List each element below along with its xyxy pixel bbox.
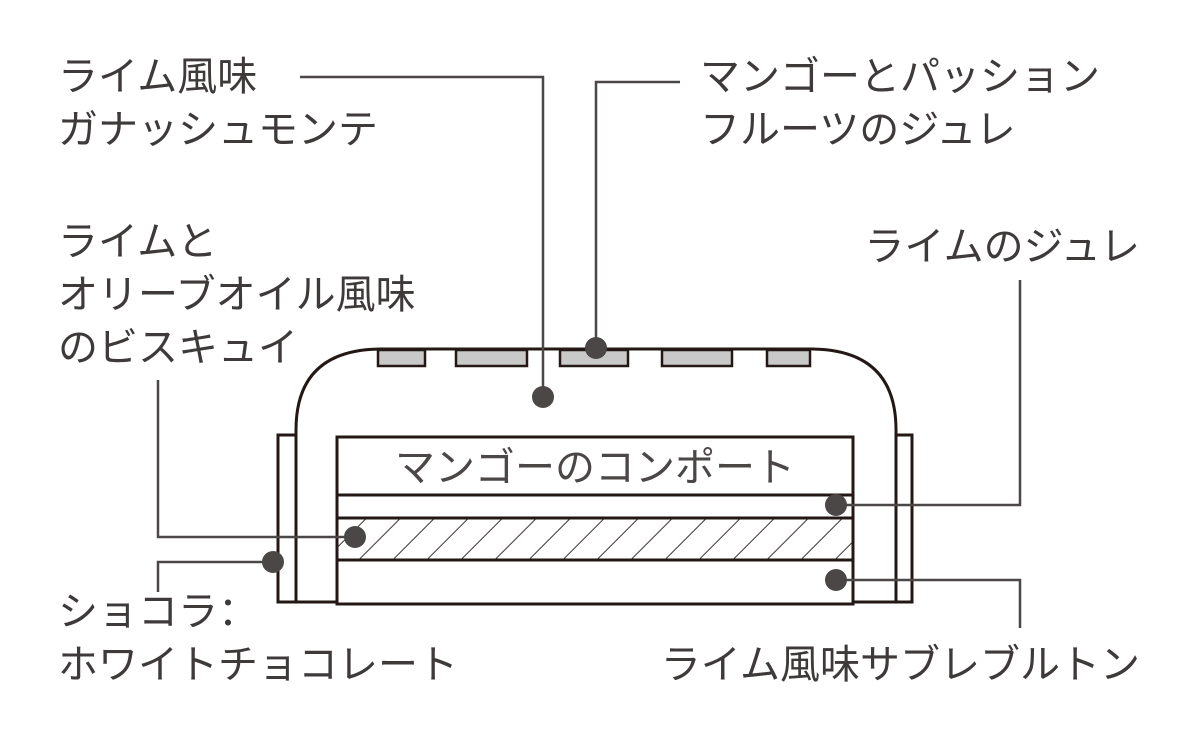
marker-dot bbox=[532, 386, 554, 408]
label-chocolate-1: ショコラ： bbox=[58, 589, 258, 635]
marker-dot bbox=[825, 494, 847, 516]
jelly-piece bbox=[765, 348, 812, 368]
label-lime-jelly: ライムのジュレ bbox=[864, 224, 1140, 270]
leader-mango-jelly bbox=[594, 80, 680, 348]
leader-biscuit bbox=[156, 380, 355, 539]
marker-dot bbox=[262, 551, 284, 573]
lime-jelly-layer bbox=[335, 493, 855, 520]
jelly-piece bbox=[660, 348, 734, 368]
leader-chocolate bbox=[156, 560, 273, 592]
label-mango-jelly-1: マンゴーとパッション bbox=[700, 54, 1100, 100]
jelly-piece bbox=[454, 348, 529, 368]
label-sable: ライム風味サブレブルトン bbox=[661, 642, 1140, 688]
chocolate-side-left bbox=[276, 433, 298, 604]
chocolate-side-right bbox=[894, 433, 914, 604]
label-chocolate-2: ホワイトチョコレート bbox=[58, 642, 458, 688]
label-biscuit-1: ライムと bbox=[58, 219, 217, 265]
compote-label: マンゴーのコンポート bbox=[395, 445, 795, 491]
leader-lime-jelly bbox=[836, 280, 1022, 507]
marker-dot bbox=[825, 569, 847, 591]
marker-dot bbox=[585, 337, 607, 359]
leader-sable bbox=[836, 578, 1022, 628]
jelly-piece bbox=[376, 348, 427, 368]
biscuit-layer bbox=[335, 516, 855, 562]
label-biscuit-3: のビスキュイ bbox=[58, 325, 298, 371]
label-biscuit-2: オリーブオイル風味 bbox=[58, 272, 416, 318]
label-ganache-1: ライム風味 bbox=[58, 54, 257, 100]
leader-ganache bbox=[300, 75, 545, 397]
marker-dot bbox=[344, 526, 366, 548]
sable-layer bbox=[335, 558, 855, 606]
label-mango-jelly-2: フルーツのジュレ bbox=[700, 107, 1016, 153]
label-ganache-2: ガナッシュモンテ bbox=[58, 107, 378, 153]
